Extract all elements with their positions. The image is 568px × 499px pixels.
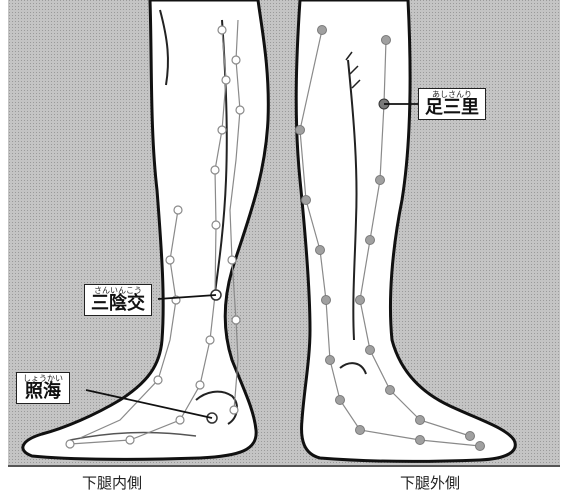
ashisanri-label: あしさんり 足三里 [418,88,486,120]
sanninko-name: 三陰交 [91,295,145,313]
ashisanri-name: 足三里 [425,99,479,117]
shokai-name: 照海 [23,383,63,401]
outer-leg-caption: 下腿外側 [400,472,460,493]
sanninko-label: さんいんこう 三陰交 [84,284,152,316]
background-panel [8,0,560,466]
inner-leg-caption: 下腿内側 [82,472,142,493]
shokai-label: しょうかい 照海 [16,372,70,404]
